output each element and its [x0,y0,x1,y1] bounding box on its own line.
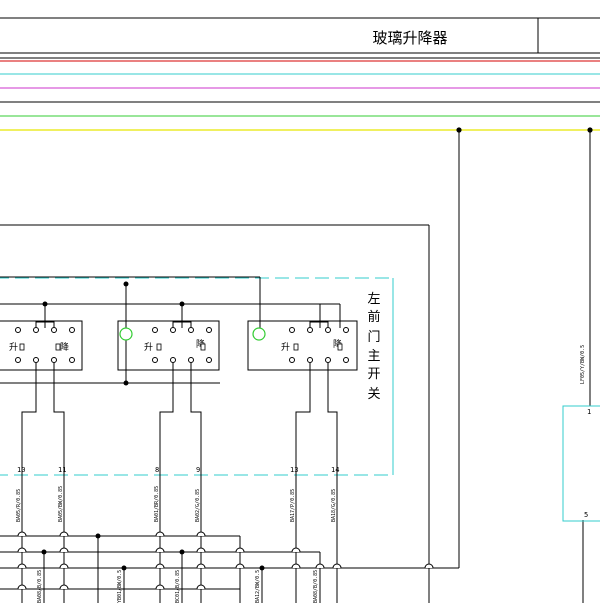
window-switch-c: 升 降 [247,320,358,371]
wire-code: BA12/BW/0.5 [255,570,261,603]
contact [69,327,75,333]
up-label: 升 [9,342,18,353]
junction-dots [41,281,265,571]
label-char: 主 [367,349,380,364]
contact [33,357,39,363]
label-char: 关 [367,387,380,402]
wire-code: BA08/B/0.85 [37,570,43,603]
contact [325,327,331,333]
label-char: 前 [367,309,380,325]
bus-lines [0,57,600,133]
wire-code: BA05/BW/0.85 [58,486,64,522]
down-label: 降 [60,341,69,353]
contact [33,327,39,333]
junction-dot [259,565,265,571]
contact [15,357,21,363]
contact [170,357,176,363]
contact [206,357,212,363]
right-module: 1 5 LF05/Y/BW/0.5 [562,345,600,522]
junction-dot [42,301,48,307]
pin-wires [21,363,338,603]
contact [206,327,212,333]
contact [343,327,349,333]
diagram-title: 玻璃升降器 [372,29,447,47]
label-char: 门 [367,330,380,345]
pin-number: 14 [331,466,339,474]
pin-number: 13 [290,466,298,474]
junction-dot [123,281,129,287]
contact [69,357,75,363]
junction-dot [95,533,101,539]
window-switch-b: 升 降 [117,320,220,371]
switch-internal-wiring [0,276,341,384]
contact [152,327,158,333]
down-label: 降 [333,338,342,350]
indicator-lamp [252,327,266,341]
junction-dot [121,565,127,571]
wire-code: BA18/G/0.85 [331,489,337,522]
title-block: 玻璃升降器 [0,17,600,54]
contact [325,357,331,363]
down-label: 降 [196,338,205,350]
contact [343,357,349,363]
wire-code: BA17/P/0.85 [290,489,296,522]
junction-dot [123,380,129,386]
up-label: 升 [144,342,153,353]
junction-dot [179,301,185,307]
wire-code: LF05/Y/BW/0.5 [580,345,586,384]
wire-code: BA08/B/0.85 [313,570,319,603]
up-label: 升 [281,342,290,353]
contact [307,327,313,333]
label-char: 开 [367,367,380,382]
wire-code: BA05/R/0.85 [16,489,22,522]
pin-number: 9 [196,466,200,474]
pin-number: 11 [58,466,66,474]
contact [152,357,158,363]
outer-wiring [0,130,591,603]
junction-dot [41,549,47,555]
junction-dot [179,549,185,555]
label-char: 左 [367,292,380,307]
contact [15,327,21,333]
bottom-branches [43,536,263,603]
contact [51,327,57,333]
contact [188,357,194,363]
pin-number: 5 [584,511,588,519]
contact [188,327,194,333]
wire-codes: BA05/R/0.85 BA05/BW/0.85 BA01/BR/0.85 BA… [16,486,337,522]
wire-code: BA02/G/0.85 [195,489,201,522]
window-switch-a: 升 降 [0,320,83,371]
pin-number: 8 [155,466,159,474]
wire-crossovers [17,531,434,590]
switch-group-label: 左 前 门 主 开 关 [367,292,380,402]
contact [51,357,57,363]
indicator-lamp [119,327,133,341]
wire-code: BC01/B/0.85 [175,570,181,603]
contact [170,327,176,333]
pin-numbers: 10 11 8 9 13 14 [17,466,339,474]
pin-number: 10 [17,466,25,474]
wire-code: YB01/BW/0.5 [117,570,123,603]
pin-number: 1 [587,408,591,416]
contact [289,357,295,363]
bottom-wire-codes: BA08/B/0.85 YB01/BW/0.5 BC01/B/0.85 BA12… [37,570,319,603]
contact [307,357,313,363]
switch-group-frame [0,277,394,476]
contact [289,327,295,333]
wire-code: BA01/BR/0.85 [154,486,160,522]
